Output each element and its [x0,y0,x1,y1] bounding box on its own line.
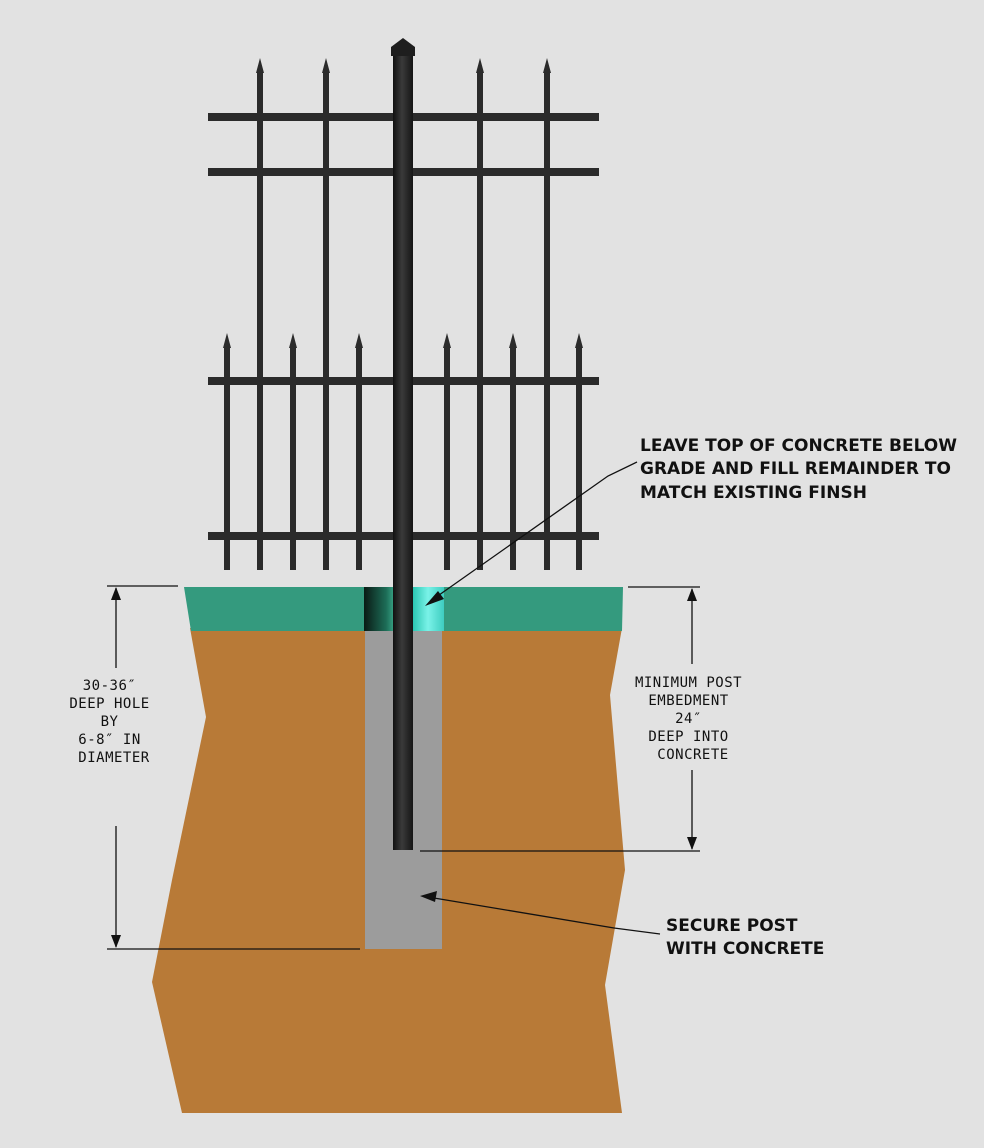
fence-picket [576,347,582,570]
post-shaft [393,53,413,850]
picket-spear-icon [509,333,517,348]
picket-spear-icon [355,333,363,348]
picket-spear-icon [223,333,231,348]
picket-spear-icon [543,58,551,73]
picket-spear-icon [322,58,330,73]
embedment-dimension [420,586,700,852]
picket-spear-icon [575,333,583,348]
post-cap-icon [391,38,415,56]
arrowhead-icon [111,935,121,948]
fence-picket [544,72,550,570]
secure-post-leader [420,891,661,935]
arrowhead-icon [687,588,697,601]
fence-picket [477,72,483,570]
fence-picket [510,347,516,570]
picket-spear-icon [256,58,264,73]
top-concrete-leader [425,461,638,606]
fence-picket [323,72,329,570]
arrowhead-icon [111,587,121,600]
picket-spear-icon [443,333,451,348]
fence-picket [257,72,263,570]
arrowhead-icon [425,591,444,606]
hole-depth-dimension [107,585,360,950]
top-concrete-callout: LEAVE TOP OF CONCRETE BELOW GRADE AND FI… [640,436,963,503]
fence-picket [224,347,230,570]
picket-spear-icon [289,333,297,348]
fence-picket [356,347,362,570]
fence-post [391,38,415,850]
embedment-dimension-label: MINIMUM POST EMBEDMENT 24″ DEEP INTO CON… [635,675,751,763]
arrowhead-icon [687,837,697,850]
secure-post-callout: SECURE POST WITH CONCRETE [666,916,824,959]
fence-picket [290,347,296,570]
arrowhead-icon [420,891,437,902]
picket-spear-icon [476,58,484,73]
hole-dimension-label: 30-36″ DEEP HOLE BY 6-8″ IN DIAMETER [69,678,158,766]
fence-picket [444,347,450,570]
